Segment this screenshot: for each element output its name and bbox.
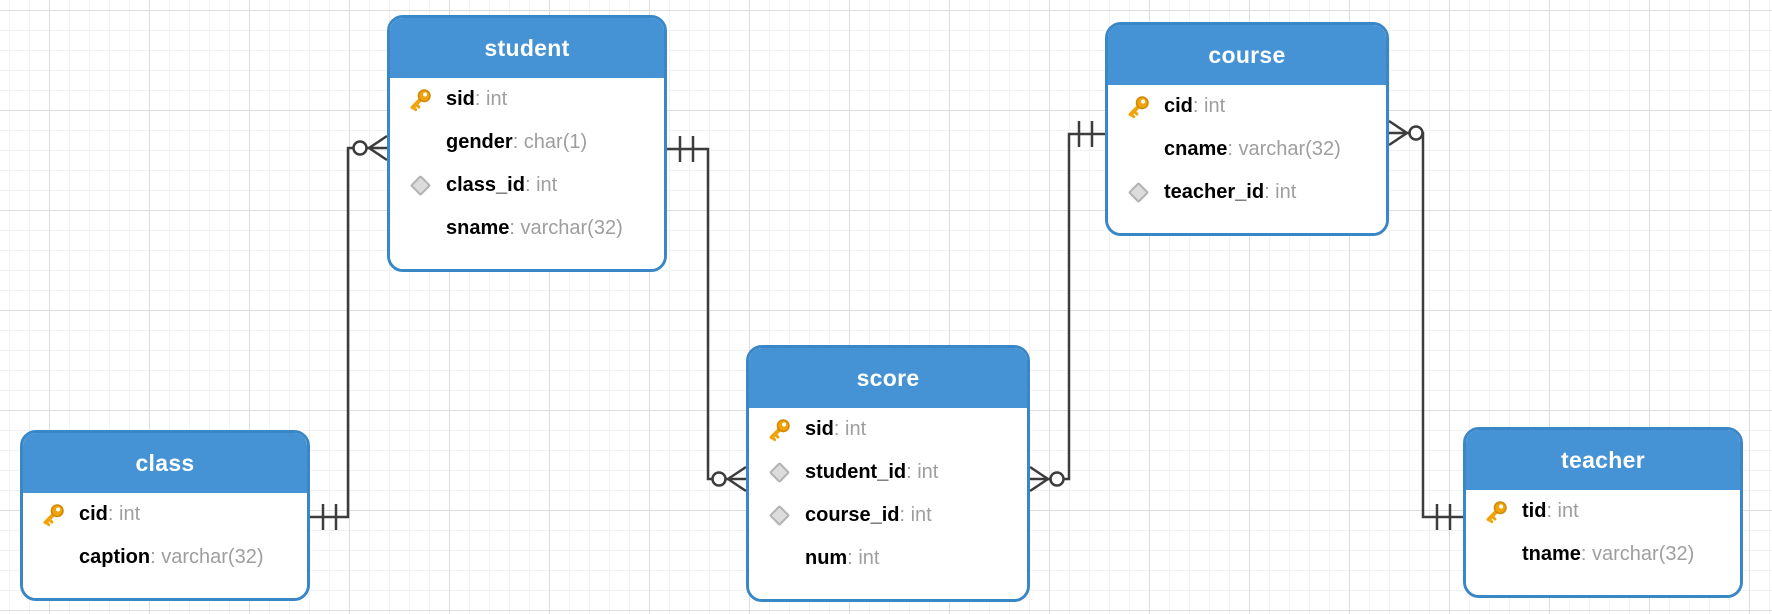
field-icon-box [35, 543, 71, 573]
field-type: : int [906, 461, 939, 483]
connector-class-student[interactable] [310, 134, 388, 530]
field-type: : int [847, 547, 880, 569]
table-body: tid : int tname : varchar(32) [1466, 490, 1740, 595]
table-card-class[interactable]: class cid : int caption [20, 430, 310, 601]
field-name: sid [805, 418, 834, 440]
field-row-teacher-tname[interactable]: tname : varchar(32) [1466, 533, 1740, 576]
foreign-key-icon [768, 461, 790, 484]
field-row-class-caption[interactable]: caption : varchar(32) [23, 536, 307, 579]
field-type: : int [524, 174, 558, 196]
field-row-course-cid[interactable]: cid : int [1108, 85, 1386, 128]
field-row-student-sname[interactable]: sname : varchar(32) [390, 207, 664, 250]
field-name: tname [1522, 543, 1581, 565]
field-name: tid [1522, 500, 1547, 522]
field-name: cname [1164, 138, 1228, 160]
field-name: student_id [805, 461, 907, 483]
primary-key-icon [43, 504, 64, 527]
field-name: cid [79, 503, 108, 525]
field-type: : int [1192, 95, 1226, 117]
table-header[interactable]: class [23, 433, 307, 493]
field-type: : int [474, 88, 508, 110]
field-icon-box [761, 544, 797, 574]
field-type: : int [833, 418, 867, 440]
connector-course-teacher[interactable] [1388, 119, 1463, 530]
field-icon-box [1478, 540, 1514, 570]
field-name: num [805, 547, 848, 569]
table-body: sid : int gender : char(1) [390, 78, 664, 269]
field-name: class_id [446, 174, 525, 196]
field-row-student-sid[interactable]: sid : int [390, 78, 664, 121]
field-name: caption [79, 546, 151, 568]
field-icon-box [761, 501, 797, 531]
field-icon-box [35, 500, 71, 530]
table-card-score[interactable]: score sid : int student [746, 345, 1030, 602]
field-row-student-gender[interactable]: gender : char(1) [390, 121, 664, 164]
field-type: : char(1) [512, 131, 588, 153]
connector-student-score[interactable] [667, 136, 747, 493]
field-name: sname [446, 217, 510, 239]
field-row-student-class_id[interactable]: class_id : int [390, 164, 664, 207]
field-type: : int [1546, 500, 1579, 522]
field-row-class-cid[interactable]: cid : int [23, 493, 307, 536]
field-icon-box [761, 458, 797, 488]
field-name: teacher_id [1164, 181, 1265, 203]
field-icon-box [402, 128, 438, 158]
table-title: student [484, 34, 570, 61]
field-type: : varchar(32) [150, 546, 264, 568]
field-type: : varchar(32) [1227, 138, 1341, 160]
table-card-teacher[interactable]: teacher tid : int tname [1463, 427, 1743, 598]
table-title: teacher [1561, 446, 1645, 473]
primary-key-icon [769, 419, 790, 442]
table-header[interactable]: student [390, 18, 664, 78]
field-row-score-sid[interactable]: sid : int [749, 408, 1027, 451]
field-icon-box [402, 171, 438, 201]
table-card-student[interactable]: student sid : int gende [387, 15, 667, 272]
field-type: : int [1264, 181, 1297, 203]
field-icon-box [1120, 178, 1156, 208]
field-type: : varchar(32) [509, 217, 623, 239]
field-name: gender [446, 131, 513, 153]
table-body: cid : int caption : varchar(32) [23, 493, 307, 598]
field-icon-box [1478, 497, 1514, 527]
field-type: : int [899, 504, 932, 526]
field-row-course-cname[interactable]: cname : varchar(32) [1108, 128, 1386, 171]
field-name: course_id [805, 504, 900, 526]
field-name: cid [1164, 95, 1193, 117]
table-card-course[interactable]: course cid : int cname [1105, 22, 1389, 236]
table-header[interactable]: teacher [1466, 430, 1740, 490]
field-icon-box [761, 415, 797, 445]
table-header[interactable]: score [749, 348, 1027, 408]
field-row-score-course_id[interactable]: course_id : int [749, 494, 1027, 537]
primary-key-icon [410, 89, 431, 112]
field-row-score-num[interactable]: num : int [749, 537, 1027, 580]
field-type: : varchar(32) [1580, 543, 1695, 565]
table-body: sid : int student_id : int [749, 408, 1027, 599]
primary-key-icon [1128, 96, 1149, 119]
foreign-key-icon [768, 504, 790, 527]
foreign-key-icon [409, 174, 431, 197]
table-title: class [135, 449, 195, 476]
field-icon-box [402, 214, 438, 244]
table-title: course [1208, 41, 1286, 68]
table-header[interactable]: course [1108, 25, 1386, 85]
field-row-teacher-tid[interactable]: tid : int [1466, 490, 1740, 533]
foreign-key-icon [1127, 181, 1149, 204]
primary-key-icon [1486, 501, 1507, 524]
connector-score-course[interactable] [1029, 121, 1105, 493]
table-title: score [856, 364, 920, 391]
field-row-score-student_id[interactable]: student_id : int [749, 451, 1027, 494]
table-body: cid : int cname : varchar(32) [1108, 85, 1386, 233]
field-icon-box [1120, 92, 1156, 122]
field-row-course-teacher_id[interactable]: teacher_id : int [1108, 171, 1386, 214]
field-name: sid [446, 88, 475, 110]
field-type: : int [107, 503, 141, 525]
field-icon-box [1120, 135, 1156, 165]
field-icon-box [402, 85, 438, 115]
